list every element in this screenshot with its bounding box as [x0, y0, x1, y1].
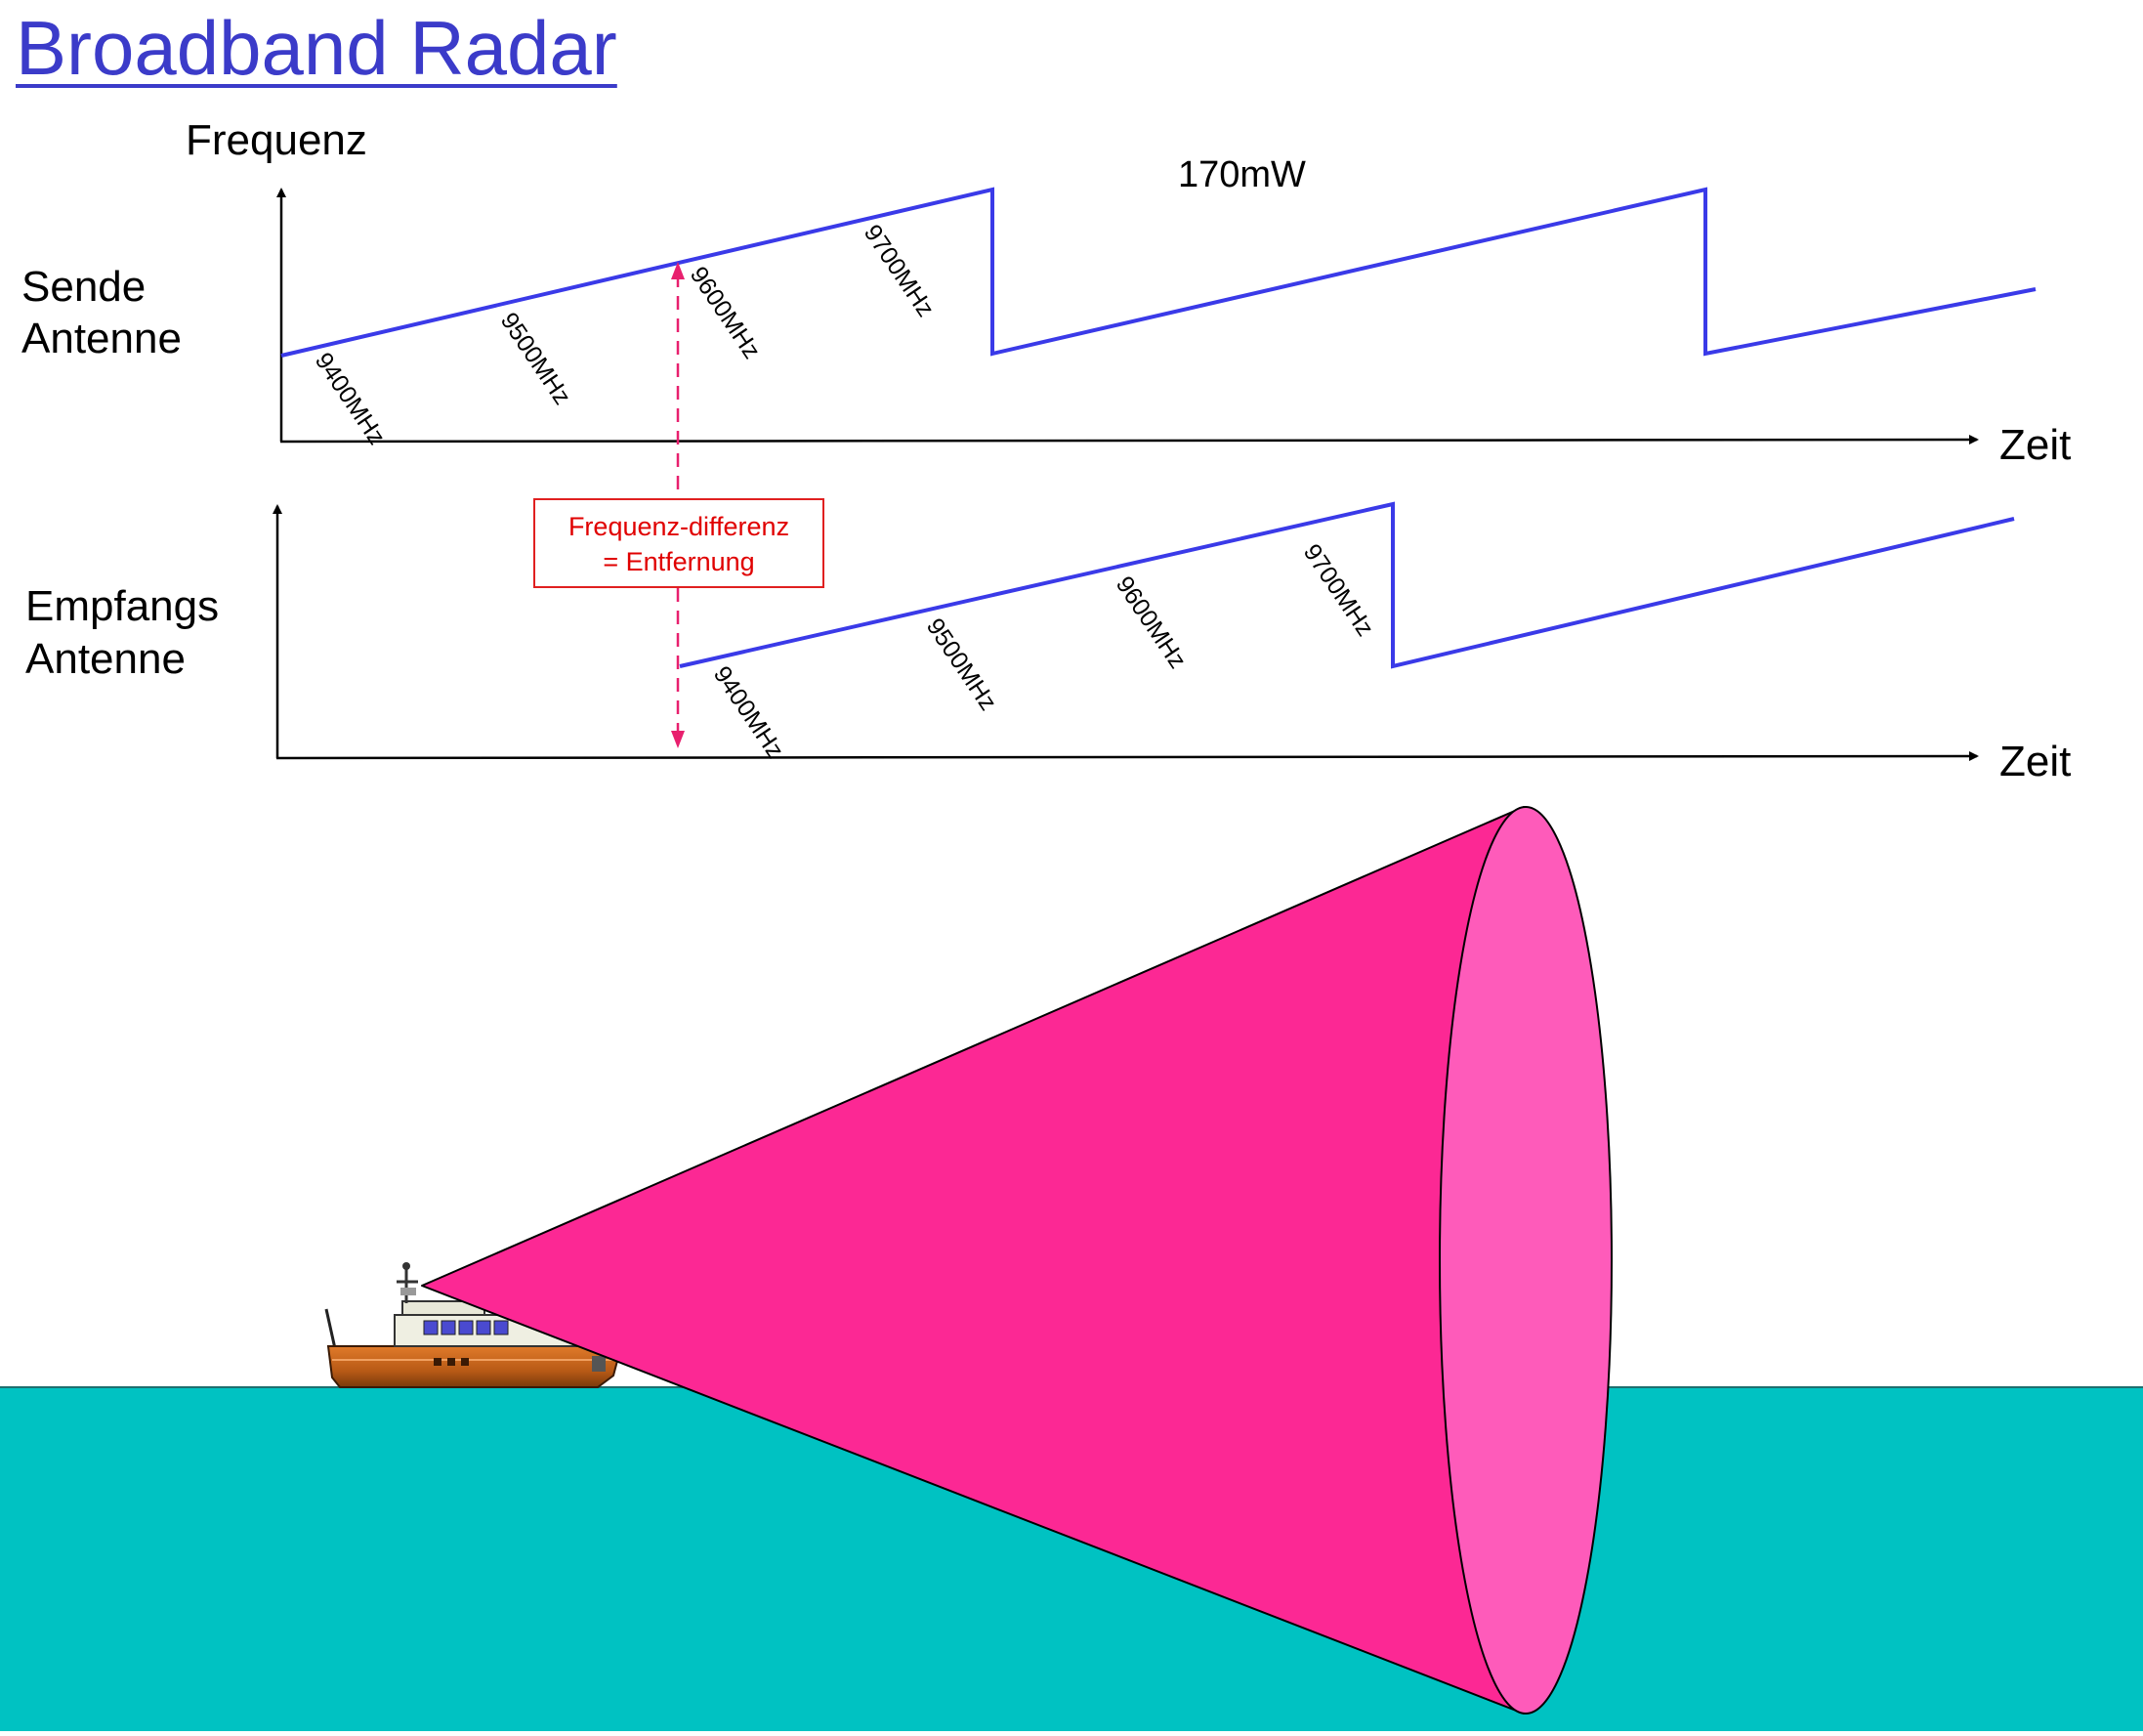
- transmit-chirp-line: [280, 187, 2037, 358]
- power-label: 170mW: [1178, 154, 1306, 195]
- radar-beam: [421, 806, 1613, 1715]
- boat: [324, 1262, 623, 1388]
- page-title: Broadband Radar: [16, 5, 617, 91]
- receive-antenna-label-line1: Empfangs: [25, 582, 220, 630]
- transmit-time-axis-label: Zeit: [1999, 421, 2072, 469]
- transmit-antenna-label-line1: Sende: [21, 263, 147, 311]
- receive-chirp-line: [679, 501, 2015, 669]
- callout-line1: Frequenz-differenz: [567, 512, 790, 541]
- callout-line2: = Entfernung: [603, 547, 755, 576]
- transmit-x-axis: [279, 435, 1979, 445]
- beam-face: [1439, 806, 1613, 1715]
- receive-antenna-label-line2: Antenne: [25, 635, 186, 683]
- y-axis-label: Frequenz: [186, 116, 367, 164]
- transmit-antenna-label-line2: Antenne: [21, 315, 182, 362]
- receive-time-axis-label: Zeit: [1999, 738, 2072, 785]
- frequency-difference-callout: Frequenz-differenz = Entfernung: [533, 498, 824, 588]
- receive-x-axis: [275, 751, 1979, 762]
